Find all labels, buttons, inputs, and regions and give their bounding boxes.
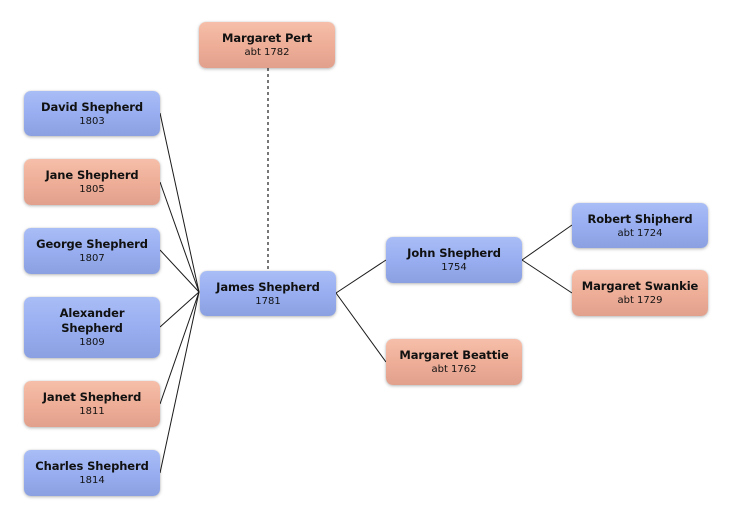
line-james-john (335, 259, 387, 294)
person-date: 1807 (79, 253, 105, 264)
person-date: 1809 (79, 337, 105, 348)
person-date: abt 1762 (431, 364, 477, 375)
person-node-alexander-shepherd[interactable]: Alexander Shepherd 1809 (24, 297, 160, 358)
person-node-jane-shepherd[interactable]: Jane Shepherd 1805 (24, 159, 160, 205)
person-date: 1803 (79, 115, 105, 127)
line-james-jane (159, 181, 200, 293)
person-name: John Shepherd (407, 246, 501, 260)
person-name: Alexander Shepherd (59, 306, 125, 335)
person-node-margaret-pert[interactable]: Margaret Pert abt 1782 (199, 22, 335, 68)
person-node-robert-shipherd[interactable]: Robert Shipherd abt 1724 (572, 203, 708, 248)
person-node-james-shepherd[interactable]: James Shepherd 1781 (200, 271, 336, 316)
line-james-margaret-beattie (335, 292, 387, 363)
person-name: Margaret Pert (222, 31, 312, 45)
person-name: Margaret Swankie (581, 279, 699, 293)
person-date: abt 1724 (617, 227, 663, 239)
person-name: Robert Shipherd (587, 211, 693, 226)
person-name: James Shepherd (216, 279, 320, 294)
person-date: abt 1782 (244, 47, 290, 58)
person-date: 1814 (79, 475, 105, 486)
person-name: Jane Shepherd (45, 168, 139, 182)
line-john-robert (521, 224, 573, 261)
person-name: Margaret Beattie (399, 348, 509, 362)
line-james-alexander (159, 291, 200, 328)
person-date: 1754 (441, 262, 467, 273)
person-name: George Shepherd (36, 237, 148, 251)
person-node-janet-shepherd[interactable]: Janet Shepherd 1811 (24, 381, 160, 427)
line-james-david (159, 112, 200, 293)
person-date: abt 1729 (617, 295, 663, 306)
person-node-george-shepherd[interactable]: George Shepherd 1807 (24, 228, 160, 274)
line-john-margaret-swankie (521, 259, 573, 294)
person-date: 1781 (255, 295, 281, 307)
person-node-margaret-beattie[interactable]: Margaret Beattie abt 1762 (386, 339, 522, 385)
line-james-george (159, 249, 200, 293)
person-name: Charles Shepherd (35, 459, 149, 473)
line-james-janet (159, 291, 200, 405)
person-date: 1805 (79, 184, 105, 195)
line-james-charles (159, 291, 200, 474)
person-date: 1811 (79, 406, 105, 417)
person-name: Janet Shepherd (42, 390, 142, 404)
person-name: David Shepherd (41, 99, 143, 114)
person-node-margaret-swankie[interactable]: Margaret Swankie abt 1729 (572, 270, 708, 316)
person-node-john-shepherd[interactable]: John Shepherd 1754 (386, 237, 522, 283)
person-node-david-shepherd[interactable]: David Shepherd 1803 (24, 91, 160, 136)
person-node-charles-shepherd[interactable]: Charles Shepherd 1814 (24, 450, 160, 496)
